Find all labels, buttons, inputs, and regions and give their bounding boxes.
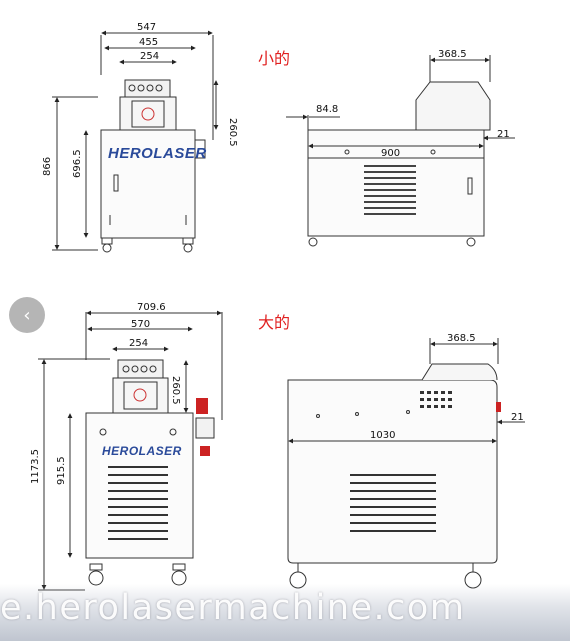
large-side-view [287,338,525,589]
large-side-vent-grid [350,474,436,532]
large-front-red-gun-holder [196,398,210,456]
large-front-overall-width: 709.6 [137,302,166,313]
large-side-top-length: 368.5 [447,333,476,344]
small-side-body-length: 900 [381,148,400,159]
large-side-body-length: 1030 [370,430,395,441]
large-side-top-vent [420,391,452,408]
small-side-top-length: 368.5 [438,49,467,60]
small-brand-logo: HEROLASER [108,145,207,162]
small-side-view [286,55,515,247]
small-side-vent-grid [364,165,416,215]
small-front-overall-width: 547 [137,22,156,33]
small-side-offset-right: 21 [497,129,510,140]
large-side-offset-right: 21 [511,412,524,423]
label-large: 大的 [258,313,290,332]
label-small: 小的 [258,49,290,68]
large-front-mid-width: 570 [131,319,150,330]
small-front-cabinet-height: 696.5 [72,149,83,178]
large-brand-logo: HEROLASER [102,444,182,458]
small-side-offset-left: 84.8 [316,104,338,115]
small-front-top-width: 254 [140,51,159,62]
large-front-top-width: 254 [129,338,148,349]
watermark-text: e.herolasermachine.com [0,588,466,628]
small-front-view [52,30,219,253]
previous-image-button[interactable]: ‹ [9,297,45,333]
large-front-cabinet-height: 915.5 [56,456,67,485]
large-front-vent-grid [108,466,168,540]
large-front-total-height: 1173.5 [30,449,41,484]
watermark-band [0,584,570,641]
chevron-left-icon: ‹ [23,304,31,326]
small-front-head-height: 260.5 [227,118,238,147]
small-front-mid-width: 455 [139,37,158,48]
large-side-red-tab [496,402,501,412]
large-front-view [38,310,223,591]
large-front-head-height: 260.5 [170,376,181,405]
small-front-total-height: 866 [42,157,53,176]
